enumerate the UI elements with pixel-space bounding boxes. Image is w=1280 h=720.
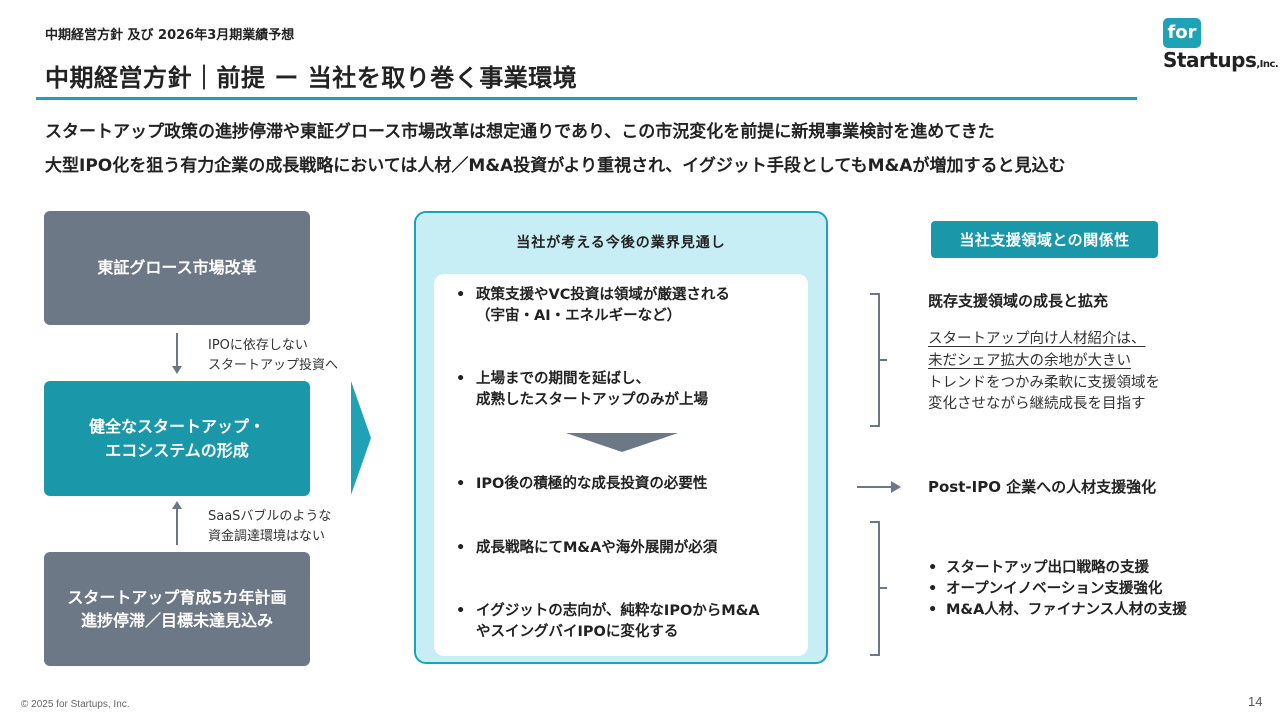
ecosystem-box: 健全なスタートアップ・ エコシステムの形成 <box>44 381 310 496</box>
relation-heading-2: Post-IPO 企業への人材支援強化 <box>928 478 1157 496</box>
box-label: スタートアップ育成5カ年計画 進捗停滞／目標未達見込み <box>67 587 287 630</box>
arrow-right-line <box>857 486 891 488</box>
bullet-text: 成長戦略にてM&Aや海外展開が必須 <box>476 540 718 556</box>
relation-text-1: スタートアップ向け人材紹介は、 未だシェア拡大の余地が大きい トレンドをつかみ柔… <box>928 329 1160 416</box>
connector-line-1 <box>176 333 178 366</box>
list-item: オープンイノベーション支援強化 <box>928 579 1187 600</box>
badge-label: 当社支援領域との関係性 <box>959 231 1130 249</box>
bullet-text: イグジットの志向が、純粋なIPOからM&A やスイングバイIPOに変化する <box>476 603 760 641</box>
brace-bottom-tick <box>878 587 887 589</box>
list-item: スタートアップ出口戦略の支援 <box>928 558 1187 579</box>
list-item: M&A人材、ファイナンス人材の支援 <box>928 600 1187 621</box>
bullet-icon: • <box>456 371 466 387</box>
bullet-icon: • <box>456 287 466 303</box>
triangle-down-icon <box>566 433 678 452</box>
note-funding-environment: SaaSバブルのような 資金調達環境はない <box>208 509 332 544</box>
arrow-up-icon <box>172 501 182 509</box>
text-line-4: 変化させながら継続成長を目指す <box>928 396 1146 413</box>
lead-line-1: スタートアップ政策の進捗停滞や東証グロース市場改革は想定通りであり、この市況変化… <box>45 122 995 142</box>
copyright: © 2025 for Startups, Inc. <box>21 699 130 710</box>
connector-line-2 <box>176 509 178 545</box>
bullet-icon: • <box>456 603 466 619</box>
box-label: 東証グロース市場改革 <box>97 258 257 278</box>
lead-line-2: 大型IPO化を狙う有力企業の成長戦略においては人材／M&A投資がより重視され、イ… <box>45 156 1066 176</box>
logo-box: for <box>1163 18 1201 48</box>
outlook-title: 当社が考える今後の業界見通し <box>516 235 726 251</box>
logo-name: Startups <box>1163 48 1257 72</box>
note-ipo-independent: IPOに依存しない スタートアップ投資へ <box>208 338 339 373</box>
bullet-text: 政策支援やVC投資は領域が厳選される （宇宙・AI・エネルギーなど） <box>476 287 730 325</box>
bullet-text: IPO後の積極的な成長投資の必要性 <box>476 476 708 492</box>
text-line-3: トレンドをつかみ柔軟に支援領域を <box>928 374 1160 391</box>
logo-suffix: ,Inc. <box>1256 59 1279 70</box>
outlook-bullet: • 上場までの期間を延ばし、 成熟したスタートアップのみが上場 <box>456 369 708 411</box>
title-divider <box>36 97 1137 100</box>
relation-badge: 当社支援領域との関係性 <box>931 221 1158 258</box>
bullet-icon: • <box>456 540 466 556</box>
company-logo: for Startups,Inc. <box>1163 18 1279 72</box>
chevron-right-icon <box>351 381 371 495</box>
bullet-text: 上場までの期間を延ばし、 成熟したスタートアップのみが上場 <box>476 371 708 409</box>
text-underlined-1: スタートアップ向け人材紹介は、 <box>928 331 1146 347</box>
five-year-plan-box: スタートアップ育成5カ年計画 進捗停滞／目標未達見込み <box>44 552 310 666</box>
outlook-bullet: • IPO後の積極的な成長投資の必要性 <box>456 474 707 495</box>
logo-wordmark: Startups,Inc. <box>1163 48 1279 72</box>
outlook-inner <box>434 274 808 656</box>
brace-top-tick <box>878 359 887 361</box>
arrow-down-icon <box>172 366 182 374</box>
relation-heading-1: 既存支援領域の成長と拡充 <box>928 292 1109 310</box>
outlook-bullet: • 成長戦略にてM&Aや海外展開が必須 <box>456 538 717 559</box>
slide-title: 中期経営方針｜前提 ー 当社を取り巻く事業環境 <box>45 64 578 92</box>
text-underlined-2: 未だシェア拡大の余地が大きい <box>928 352 1131 369</box>
outlook-bullet: • イグジットの志向が、純粋なIPOからM&A やスイングバイIPOに変化する <box>456 601 760 643</box>
relation-list: スタートアップ出口戦略の支援 オープンイノベーション支援強化 M&A人材、ファイ… <box>928 558 1187 621</box>
arrow-right-icon <box>891 481 901 493</box>
box-label: 健全なスタートアップ・ エコシステムの形成 <box>88 417 265 460</box>
tse-growth-reform-box: 東証グロース市場改革 <box>44 211 310 325</box>
bullet-icon: • <box>456 476 466 492</box>
slide-subtitle: 中期経営方針 及び 2026年3月期業績予想 <box>45 28 295 43</box>
page-number: 14 <box>1248 694 1263 709</box>
outlook-bullet: • 政策支援やVC投資は領域が厳選される （宇宙・AI・エネルギーなど） <box>456 285 730 327</box>
